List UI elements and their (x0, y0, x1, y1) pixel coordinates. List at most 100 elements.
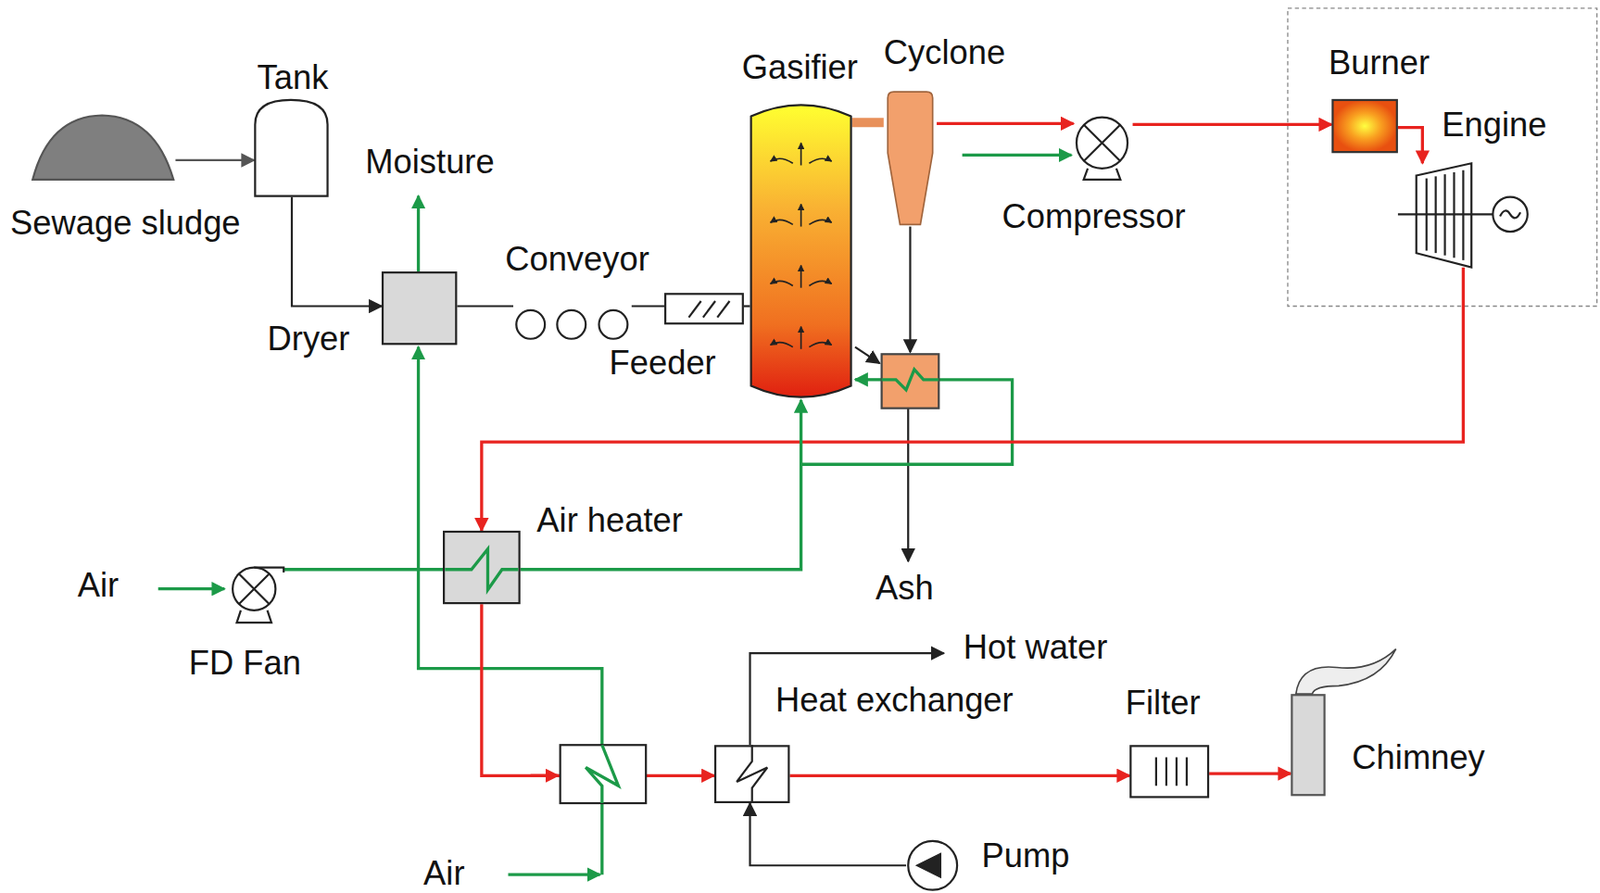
flow-connector (852, 117, 884, 127)
node-shape (1129, 744, 1210, 798)
symbol-stroke (1461, 170, 1464, 261)
stream-label: Ash (875, 569, 934, 607)
box-outline (382, 272, 456, 344)
compressor-symbol: Compressor (1073, 113, 1134, 182)
flow-connector (743, 304, 751, 307)
node-label: Feeder (609, 344, 717, 382)
burner-box: Burner (1331, 99, 1399, 153)
flow-connector (456, 304, 514, 307)
node-label: Tank (257, 59, 329, 97)
flow-connector (1133, 123, 1333, 126)
node-label: Dryer (267, 320, 351, 358)
symbol-stroke (800, 264, 803, 288)
symbol-stroke (444, 549, 518, 591)
symbol-stroke (1443, 174, 1446, 256)
node-label: Compressor (1002, 198, 1186, 236)
node-label: Cyclone (883, 34, 1006, 72)
node-shape (442, 530, 521, 605)
roller-symbol (599, 310, 629, 340)
cyclone-separator: Cyclone (883, 89, 937, 227)
node-label: Air heater (536, 502, 683, 540)
air-inlet-line (158, 587, 226, 591)
symbol-stroke (253, 567, 284, 574)
roller-symbol (516, 310, 545, 340)
tank: Tank (253, 99, 328, 198)
symbol-stroke (688, 301, 701, 318)
node-shape (750, 101, 853, 401)
symbol-stroke (703, 301, 716, 318)
stream-label: Air (77, 567, 119, 605)
compressor-air-line (962, 153, 1072, 157)
flue-gas-arrow (530, 774, 559, 778)
roller-symbol (556, 310, 586, 340)
symbol-stroke (237, 610, 272, 623)
node-shape (513, 303, 632, 341)
symbol-stroke (808, 219, 832, 225)
node-shape (1416, 163, 1472, 267)
symbol-stroke (808, 342, 832, 348)
ash-line (908, 226, 911, 353)
box-outline (1291, 694, 1324, 795)
chimney-smoke (1296, 649, 1397, 694)
flow-connector (175, 159, 254, 162)
flow-connector (520, 400, 802, 570)
flow-connector (789, 774, 1130, 778)
symbol-stroke (808, 158, 832, 164)
box-outline (443, 531, 520, 604)
flow-connector (283, 567, 443, 571)
compressor-circle (1076, 117, 1128, 169)
node-label: Filter (1125, 684, 1201, 722)
stream-label: Hot water (963, 629, 1109, 667)
node-shape (664, 292, 744, 325)
node-label: Burner (1328, 44, 1430, 82)
symbol-stroke (770, 280, 794, 286)
turbine-symbol: Engine (1416, 163, 1472, 267)
stream-label: Moisture (365, 143, 494, 181)
symbol-stroke (1156, 756, 1187, 786)
sludge-pile-shape (32, 114, 174, 179)
symbol-stroke (770, 342, 794, 348)
coil-symbol (585, 744, 618, 804)
cyclone-shape (887, 91, 933, 225)
ash-line (907, 408, 909, 562)
node-label: Engine (1441, 106, 1547, 144)
node-shape (906, 839, 959, 893)
box-outline (665, 293, 744, 324)
heat-exchanger-symbol (560, 744, 647, 804)
box-outline (1130, 745, 1209, 797)
node-label: Conveyor (504, 240, 650, 278)
symbol-stroke (808, 280, 832, 286)
symbol-stroke (736, 744, 768, 804)
node-label: FD Fan (188, 644, 302, 682)
ash-cooler-symbol (881, 353, 940, 408)
flow-connector (481, 267, 1464, 531)
flow-connector (631, 304, 665, 307)
node-label: Heat exchanger (775, 681, 1014, 719)
symbol-stroke (916, 853, 941, 878)
sludge-pile: Sewage sludge (30, 112, 176, 182)
turbine-shape (1416, 163, 1472, 267)
symbol-stroke (800, 203, 803, 227)
node-shape (1073, 113, 1134, 182)
gasifier-shape (751, 104, 852, 397)
node-shape (1290, 693, 1325, 796)
node-label: Gasifier (742, 49, 858, 87)
node-shape (714, 744, 791, 804)
stream-label: Air (423, 855, 465, 893)
node-shape (226, 561, 285, 625)
fan-circle (232, 567, 276, 611)
symbol-stroke (1435, 176, 1437, 253)
flow-connector (1209, 771, 1291, 775)
symbol-stroke (239, 573, 270, 605)
node-label: Chimney (1351, 739, 1485, 777)
node-label: Pump (982, 837, 1071, 875)
conveyor: Conveyor (513, 303, 632, 341)
node-shape (381, 271, 458, 345)
air-inlet-line (507, 873, 600, 877)
symbol-stroke (1452, 172, 1455, 258)
pump-symbol: Pump (906, 839, 959, 893)
flow-connector (291, 197, 382, 307)
flow-connector (1398, 127, 1423, 164)
moisture-line (416, 196, 420, 273)
flow-connector (750, 803, 908, 866)
